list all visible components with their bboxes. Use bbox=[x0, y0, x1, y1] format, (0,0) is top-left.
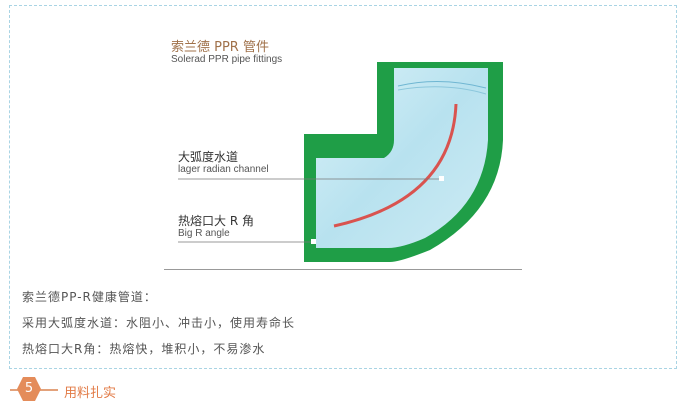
angle-label-cn: 热熔口大 R 角 bbox=[178, 214, 254, 228]
section-step-header: 5 用料扎实 bbox=[0, 372, 687, 411]
step-label: 用料扎实 bbox=[64, 386, 117, 401]
section-divider bbox=[164, 269, 522, 270]
product-title-en: Solerad PPR pipe fittings bbox=[171, 54, 283, 65]
description-line-2: 采用大弧度水道：水阻小、冲击小，使用寿命长 bbox=[22, 316, 296, 330]
angle-label-en: Big R angle bbox=[178, 228, 230, 239]
product-title-cn: 索兰德 PPR 管件 bbox=[171, 40, 269, 55]
water-ripple bbox=[397, 81, 487, 89]
pipe-water-channel bbox=[316, 68, 488, 248]
channel-callout-marker bbox=[439, 176, 444, 181]
description-line-3: 热熔口大R角：热熔快，堆积小，不易渗水 bbox=[22, 342, 266, 356]
step-number-badge: 5 bbox=[17, 377, 41, 401]
channel-label-cn: 大弧度水道 bbox=[178, 150, 239, 164]
description-line-1: 索兰德PP-R健康管道： bbox=[22, 290, 157, 304]
channel-label-en: lager radian channel bbox=[178, 164, 269, 175]
angle-callout-marker bbox=[311, 239, 316, 244]
water-ripple bbox=[397, 86, 487, 95]
flow-curve bbox=[333, 103, 458, 228]
